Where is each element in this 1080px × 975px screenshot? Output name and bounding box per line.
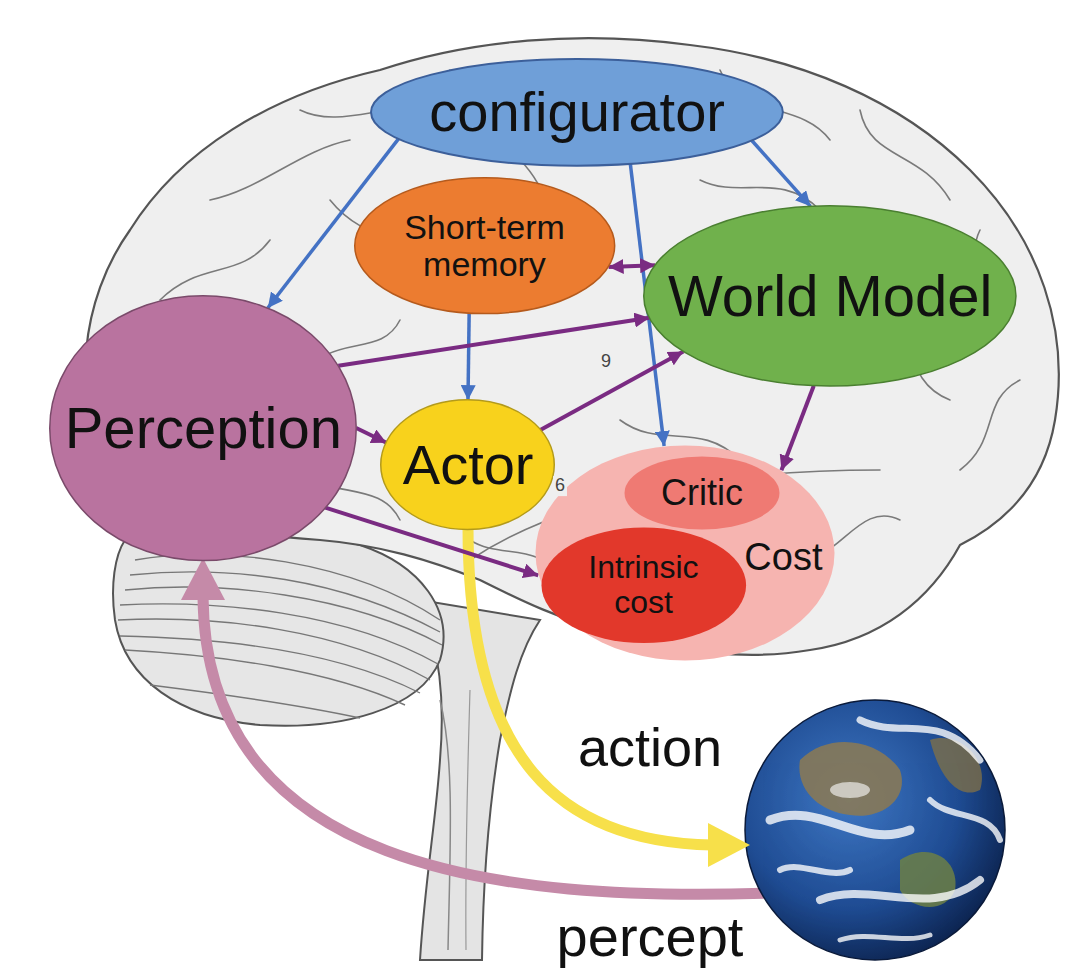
node-outline-ellipse [50, 296, 356, 561]
node-label: Short-term memory [389, 209, 579, 284]
cost-part-ellipse: Critic [624, 456, 780, 530]
node-outline-ellipse [371, 59, 783, 166]
connector-arrow [468, 313, 469, 400]
node-label: Actor [402, 434, 534, 496]
node-outline-ellipse [644, 206, 1016, 386]
node-outline-ellipse [381, 400, 555, 530]
node-label: Critic [661, 473, 744, 513]
node-label: Cost [743, 537, 823, 579]
node-label: Intrinsic cost [573, 550, 713, 620]
module-circle: Actor [380, 399, 555, 530]
node-outline-ellipse [355, 178, 615, 314]
module-ellipse: World Model [643, 205, 1017, 387]
connector-arrow [609, 265, 656, 267]
module-circle: Perception [49, 295, 357, 561]
callout-number: 6 [553, 476, 567, 496]
connector-arrow [781, 386, 813, 470]
node-outline-ellipse [625, 457, 780, 530]
action-arrow [468, 527, 750, 867]
node-label: Perception [64, 396, 343, 460]
cost-ellipse: Cost CriticIntrinsic cost [535, 445, 835, 661]
node-outline-ellipse [536, 446, 835, 661]
node-label: World Model [667, 264, 993, 328]
connector-arrow [541, 351, 684, 429]
connector-arrow [356, 428, 386, 443]
module-ellipse: Short-term memory [354, 177, 615, 314]
node-label: configurator [429, 81, 726, 143]
earth-picture [745, 700, 1005, 960]
cost-part-ellipse: Intrinsic cost [541, 527, 747, 644]
callout-number: 9 [599, 352, 613, 372]
module-ellipse: configurator [370, 58, 784, 167]
arrow-label: percept [557, 906, 744, 968]
connector-arrow [752, 140, 811, 206]
node-outline-ellipse [542, 527, 747, 643]
arrow-label: action [578, 718, 722, 777]
